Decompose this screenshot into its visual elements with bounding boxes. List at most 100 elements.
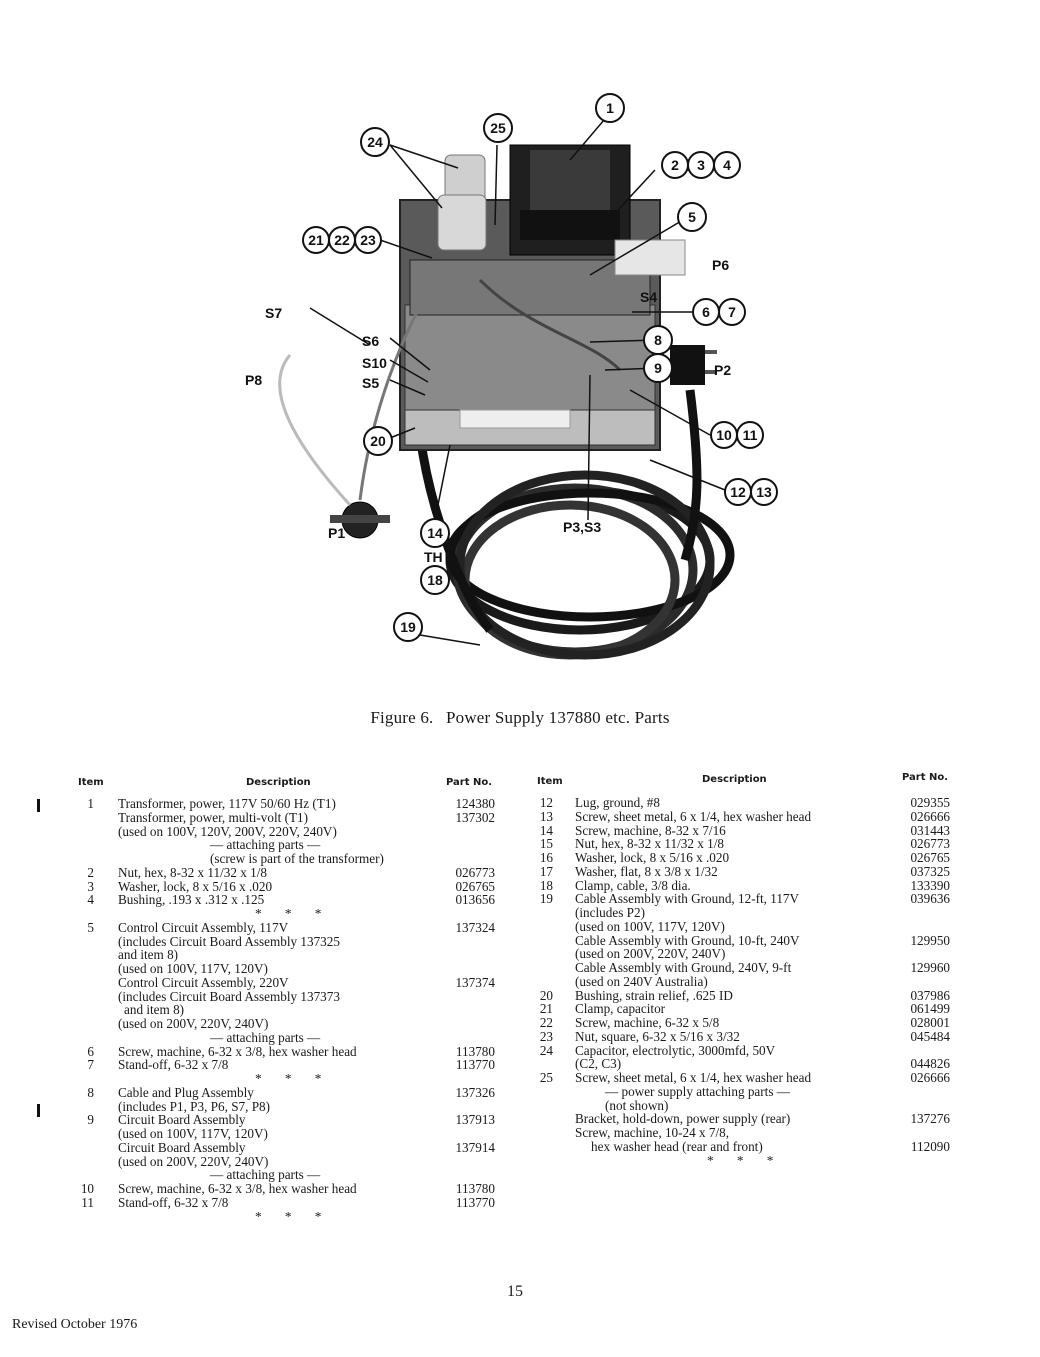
item-description: Cable Assembly with Ground, 240V, 9-ft: [575, 960, 792, 975]
item-description: Washer, flat, 8 x 3/8 x 1/32: [575, 863, 718, 879]
item-number: 7: [87, 1057, 94, 1073]
item-description: — attaching parts —: [210, 1029, 321, 1045]
item-description: (used on 240V Australia): [575, 973, 708, 989]
item-description: Nut, square, 6-32 x 5/16 x 3/32: [575, 1028, 740, 1044]
label-s10: S10: [362, 355, 387, 371]
item-description: — power supply attaching parts —: [605, 1083, 790, 1099]
wire-harness: [278, 264, 622, 507]
item-description: (C2, C3): [575, 1056, 622, 1072]
item-description: (includes P1, P3, P6, S7, P8): [118, 1098, 271, 1114]
callout-11: 11: [743, 427, 758, 443]
part-number: 026666: [910, 1070, 950, 1085]
item-number: 18: [539, 877, 553, 893]
item-description: Bushing, strain relief, .625 ID: [575, 987, 733, 1003]
callout-18: 18: [427, 572, 443, 588]
item-number: 21: [539, 1001, 553, 1017]
callout-22: 22: [334, 232, 350, 248]
right-header-part-no: Part No.: [902, 772, 949, 783]
callout-5: 5: [688, 209, 696, 225]
part-number: 112090: [910, 1138, 950, 1154]
item-description: Stand-off, 6-32 x 7/8: [118, 1194, 229, 1210]
item-description: (used on 100V, 117V, 120V): [118, 1126, 268, 1141]
label-s7: S7: [265, 305, 282, 321]
part-number: 137324: [455, 919, 495, 935]
label-p8: P8: [245, 372, 262, 388]
part-number: 113780: [455, 1043, 495, 1059]
item-description: Circuit Board Assembly: [118, 1112, 246, 1128]
figure-label: Figure 6.: [370, 708, 434, 727]
item-description: (used on 200V, 220V, 240V): [118, 1016, 269, 1031]
left-header-item: Item: [78, 777, 104, 788]
item-number: 24: [539, 1042, 553, 1058]
part-number: 129960: [910, 960, 950, 975]
item-description: — attaching parts —: [210, 837, 321, 853]
part-number: 137374: [455, 974, 495, 990]
callout-20: 20: [370, 433, 386, 449]
item-description: (used on 100V, 120V, 200V, 220V, 240V): [118, 823, 337, 839]
part-number: 113770: [455, 1194, 495, 1210]
callout-14: 14: [427, 525, 443, 541]
callout-1: 1: [606, 100, 614, 116]
item-description: * * *: [255, 1208, 332, 1224]
item-description: Transformer, power, 117V 50/60 Hz (T1): [118, 796, 336, 811]
part-number: 026773: [455, 864, 495, 880]
item-description: (includes Circuit Board Assembly 137373: [118, 988, 340, 1004]
callout-8: 8: [654, 332, 662, 348]
item-description: (screw is part of the transformer): [210, 851, 384, 866]
label-s6: S6: [362, 333, 379, 349]
part-number: 031443: [910, 822, 950, 838]
label-p3-s3: P3,S3: [563, 519, 601, 535]
item-description: (used on 100V, 117V, 120V): [118, 961, 268, 976]
item-description: Clamp, capacitor: [575, 1001, 666, 1017]
callout-3: 3: [697, 157, 705, 173]
change-bar: [37, 1104, 40, 1117]
callout-10: 10: [716, 427, 732, 443]
item-number: 6: [87, 1043, 94, 1059]
capacitors: [437, 154, 487, 251]
part-number: 137302: [455, 809, 495, 825]
plug-p2: [670, 345, 717, 385]
connector-p1: [330, 501, 390, 539]
item-description: Screw, sheet metal, 6 x 1/4, hex washer …: [575, 808, 812, 824]
figure-title: Power Supply 137880 etc. Parts: [445, 708, 670, 727]
label-sticker: [459, 409, 571, 429]
item-description: (includes P2): [575, 905, 645, 920]
item-description: Cable and Plug Assembly: [118, 1084, 254, 1100]
item-description: Cable Assembly with Ground, 10-ft, 240V: [575, 932, 800, 948]
item-description: Washer, lock, 8 x 5/16 x .020: [575, 850, 730, 865]
item-description: Bushing, .193 x .312 x .125: [118, 892, 265, 908]
item-description: and item 8): [118, 947, 179, 963]
item-number: 22: [539, 1015, 553, 1030]
item-description: Capacitor, electrolytic, 3000mfd, 50V: [575, 1042, 776, 1058]
part-number: 137326: [455, 1084, 495, 1100]
part-number: 039636: [910, 891, 950, 907]
item-description: Screw, machine, 10-24 x 7/8,: [575, 1125, 730, 1140]
callout-4: 4: [723, 157, 731, 173]
item-number: 11: [81, 1194, 94, 1210]
item-description: and item 8): [124, 1002, 185, 1018]
item-description: hex washer head (rear and front): [591, 1138, 763, 1154]
part-number: 026773: [910, 836, 950, 852]
change-bar: [37, 799, 40, 812]
item-number: 5: [87, 919, 94, 935]
part-number: 026666: [910, 808, 950, 824]
item-description: Lug, ground, #8: [575, 795, 660, 810]
revision-note: Revised October 1976: [12, 1317, 138, 1332]
item-description: Screw, machine, 6-32 x 3/8, hex washer h…: [118, 1043, 357, 1059]
right-header-item: Item: [537, 776, 563, 787]
item-number: 9: [87, 1112, 94, 1128]
item-description: (includes Circuit Board Assembly 137325: [118, 933, 340, 949]
item-number: 4: [87, 892, 94, 908]
part-number: 026765: [455, 878, 495, 894]
item-description: (used on 200V, 220V, 240V): [118, 1153, 269, 1169]
item-description: Screw, machine, 6-32 x 5/8: [575, 1015, 720, 1030]
callout-9: 9: [654, 360, 662, 376]
label-s4: S4: [640, 289, 657, 305]
part-number: 028001: [910, 1015, 950, 1030]
part-number: 129950: [910, 932, 950, 948]
item-description: Bracket, hold-down, power supply (rear): [575, 1111, 791, 1127]
part-number: 037986: [910, 987, 950, 1003]
label-p2: P2: [714, 362, 731, 378]
item-description: Control Circuit Assembly, 220V: [118, 974, 289, 990]
item-description: Screw, sheet metal, 6 x 1/4, hex washer …: [575, 1070, 812, 1085]
